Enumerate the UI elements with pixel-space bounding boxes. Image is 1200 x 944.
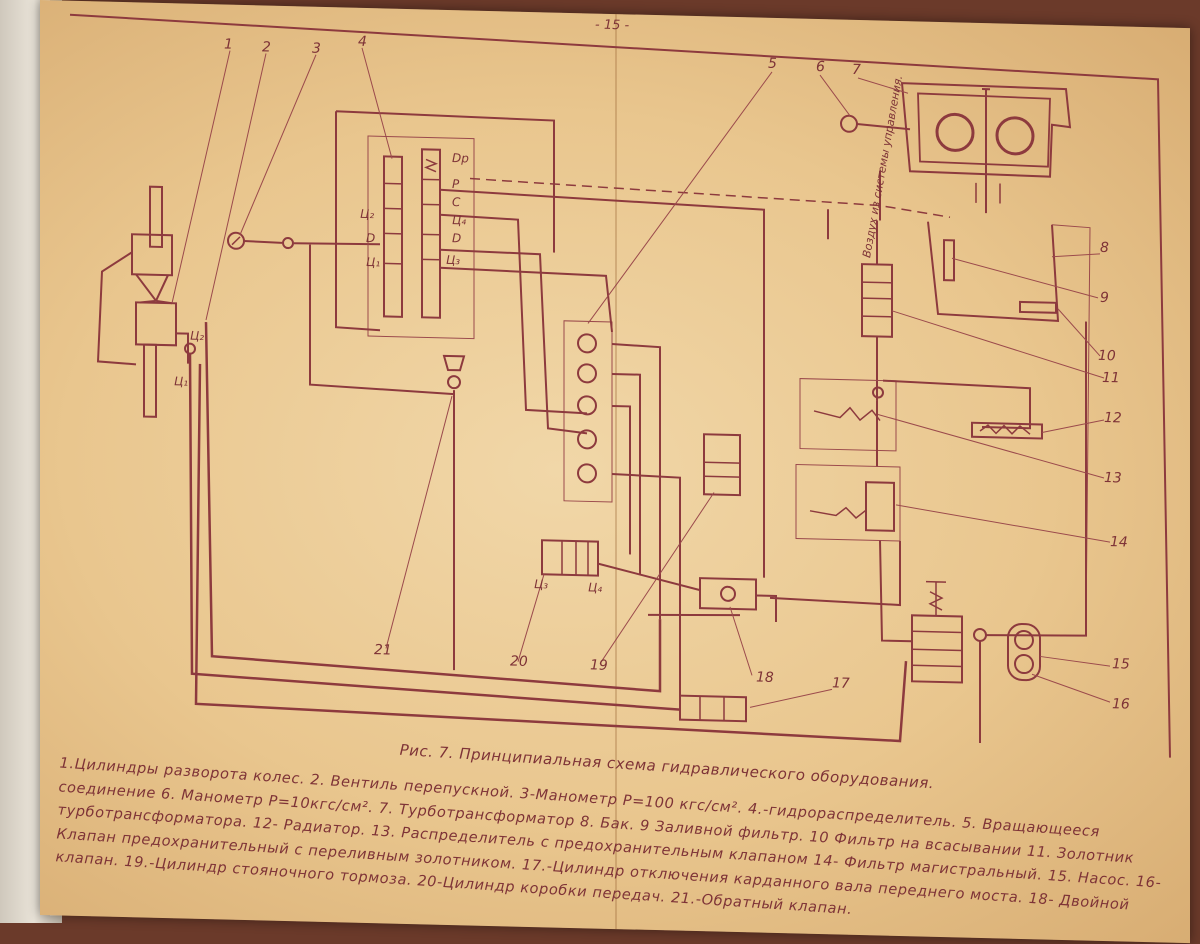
rotating-joint-5 — [563, 320, 613, 503]
port-c1: Ц₁ — [174, 374, 188, 388]
port-c1b: Ц₁ — [366, 255, 380, 269]
callout-6: 6 — [816, 59, 825, 75]
blueprint-sheet: - 15 - — [40, 0, 1190, 944]
callout-8: 8 — [1100, 240, 1109, 256]
port-c4b: Ц₄ — [588, 580, 602, 594]
callout-18: 18 — [756, 670, 774, 686]
port-c2: Ц₂ — [190, 329, 204, 343]
turbo-transformer-7 — [840, 82, 1072, 214]
callout-1: 1 — [224, 36, 233, 52]
air-note: Воздух из системы управления. — [860, 74, 905, 259]
port-d: D — [366, 231, 375, 245]
port-c4: Ц₄ — [452, 213, 466, 227]
wheel-cylinders — [96, 185, 196, 418]
callout-10: 10 — [1098, 348, 1116, 364]
callout-4: 4 — [358, 34, 367, 50]
tank-8 — [927, 221, 1091, 626]
check-valve-21 — [442, 354, 466, 671]
pump-15 — [911, 580, 987, 684]
port-d2: D — [452, 231, 461, 245]
spool-11 — [861, 220, 893, 401]
callout-12: 12 — [1104, 410, 1122, 426]
callout-14: 14 — [1110, 534, 1128, 550]
callout-3: 3 — [312, 41, 321, 57]
relief-valve-16 — [1007, 622, 1041, 682]
callout-5: 5 — [768, 56, 777, 72]
callout-labels: 1 2 3 4 5 6 7 8 9 10 11 12 13 14 15 16 1… — [224, 34, 1130, 713]
callout-17: 17 — [832, 675, 850, 691]
callout-16: 16 — [1112, 696, 1130, 712]
callout-21: 21 — [374, 642, 392, 658]
port-dr: Dр — [452, 151, 469, 165]
callout-leaders — [171, 47, 1111, 708]
main-filter-14 — [795, 463, 901, 542]
port-c: C — [452, 195, 461, 209]
port-c3: Ц₃ — [446, 253, 460, 267]
frame-border — [69, 13, 1171, 758]
callout-19: 19 — [590, 657, 608, 673]
distributor-13 — [799, 378, 1043, 452]
callout-9: 9 — [1100, 290, 1109, 306]
callout-15: 15 — [1112, 656, 1130, 672]
callout-13: 13 — [1104, 470, 1122, 486]
callout-2: 2 — [262, 39, 271, 55]
hydro-distributor-4 — [335, 110, 555, 340]
piping — [188, 170, 1087, 743]
gauge-3 — [227, 231, 381, 250]
hydraulic-schematic: 1 2 3 4 5 6 7 8 9 10 11 12 13 14 15 16 1… — [69, 13, 1171, 758]
callout-11: 11 — [1102, 370, 1120, 386]
cylinders-17-20 — [541, 433, 777, 723]
callout-7: 7 — [852, 62, 861, 78]
port-c3b: Ц₃ — [534, 577, 548, 591]
callout-20: 20 — [510, 653, 528, 669]
port-p: P — [452, 177, 460, 191]
port-c2b: Ц₂ — [360, 207, 374, 221]
